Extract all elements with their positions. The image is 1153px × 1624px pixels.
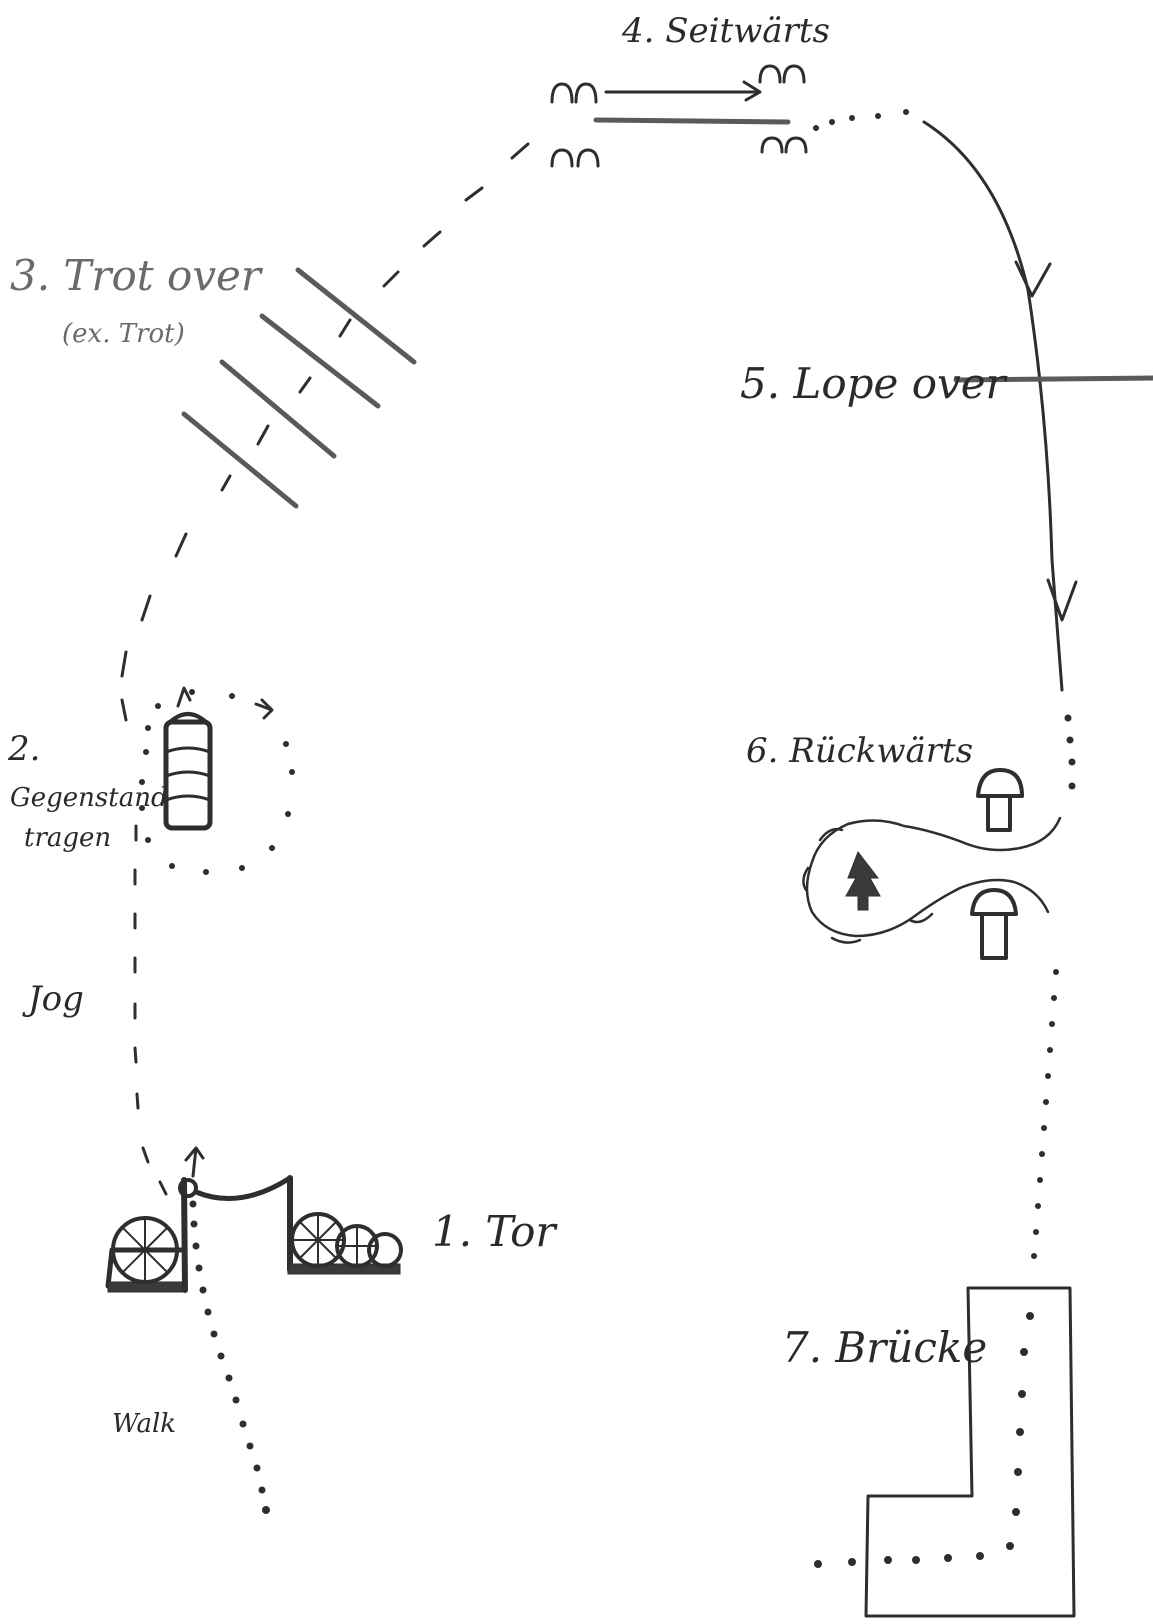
trot-over-poles — [181, 267, 417, 509]
trot-over-label: 3. Trot over — [10, 251, 264, 300]
walk-path — [189, 1200, 270, 1514]
backup-label: 6. Rückwärts — [746, 731, 973, 771]
lope-over-pole — [953, 375, 1153, 383]
carry-object-label-line1: Gegenstand — [10, 783, 168, 813]
gate-label: 1. Tor — [432, 1207, 558, 1256]
bridge-obstacle — [814, 1286, 1076, 1618]
lope-path — [922, 120, 1078, 692]
jog-path — [133, 824, 168, 1196]
gate-obstacle — [105, 1146, 403, 1293]
side-pass-label: 4. Seitwärts — [621, 11, 830, 51]
carry-object-label-line2: tragen — [24, 823, 111, 853]
path-to-trot-over — [120, 142, 530, 722]
carry-object-number: 2. — [7, 729, 40, 769]
bridge-label: 7. Brücke — [782, 1323, 987, 1372]
path-to-bridge — [1031, 969, 1059, 1259]
lope-over-label: 5. Lope over — [740, 359, 1009, 408]
jog-label: Jog — [22, 979, 84, 1019]
side-pass-obstacle — [550, 64, 909, 168]
trot-over-sublabel: (ex. Trot) — [62, 319, 185, 349]
backup-obstacle — [802, 714, 1076, 960]
walk-label: Walk — [112, 1409, 176, 1439]
carry-object-obstacle — [139, 686, 295, 875]
